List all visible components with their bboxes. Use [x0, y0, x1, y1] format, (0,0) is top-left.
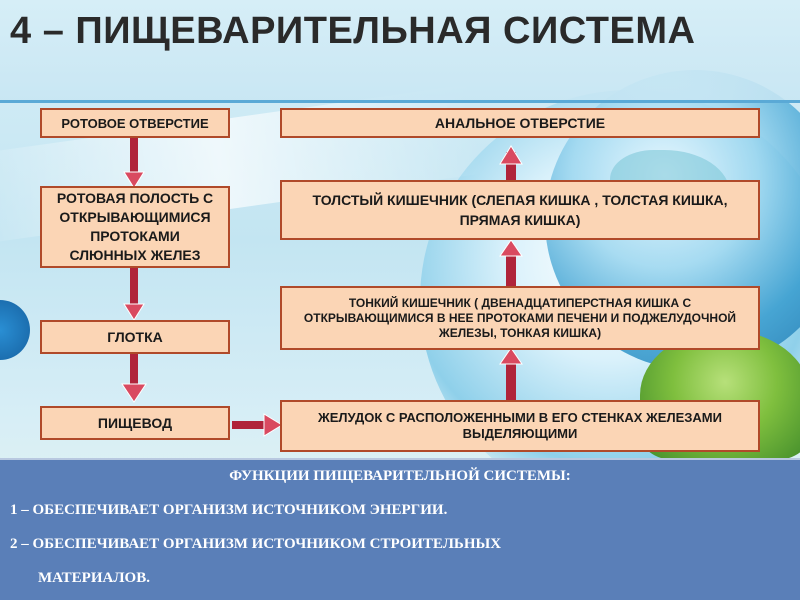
box-small-intestine-label: ТОНКИЙ КИШЕЧНИК ( ДВЕНАДЦАТИПЕРСТНАЯ КИШ… — [303, 295, 737, 340]
function-item-2: 2 – ОБЕСПЕЧИВАЕТ ОРГАНИЗМ ИСТОЧНИКОМ СТР… — [10, 536, 502, 552]
function-item-1: 1 – ОБЕСПЕЧИВАЕТ ОРГАНИЗМ ИСТОЧНИКОМ ЭНЕ… — [10, 502, 448, 518]
slide-title: 4 – ПИЩЕВАРИТЕЛЬНАЯ СИСТЕМА — [10, 10, 696, 52]
box-small-intestine: ТОНКИЙ КИШЕЧНИК ( ДВЕНАДЦАТИПЕРСТНАЯ КИШ… — [280, 286, 760, 350]
function-item-2-continued: МАТЕРИАЛОВ. — [38, 570, 150, 586]
arrow-mouth-to-oral-cavity — [123, 138, 145, 189]
box-oral-cavity: РОТОВАЯ ПОЛОСТЬ С ОТКРЫВАЮЩИМИСЯ ПРОТОКА… — [40, 186, 230, 268]
arrow-large-intestine-to-anus — [499, 145, 523, 180]
box-anus: АНАЛЬНОЕ ОТВЕРСТИЕ — [280, 108, 760, 138]
title-band: 4 – ПИЩЕВАРИТЕЛЬНАЯ СИСТЕМА — [0, 0, 800, 103]
arrow-stomach-to-small-intestine — [499, 347, 523, 400]
arrow-small-intestine-to-large-intestine — [499, 239, 523, 286]
box-oral-cavity-label: РОТОВАЯ ПОЛОСТЬ С ОТКРЫВАЮЩИМИСЯ ПРОТОКА… — [56, 190, 214, 263]
box-pharynx: ГЛОТКА — [40, 320, 230, 354]
box-anus-label: АНАЛЬНОЕ ОТВЕРСТИЕ — [434, 115, 606, 131]
arrow-pharynx-to-esophagus — [121, 354, 147, 403]
functions-panel: ФУНКЦИИ ПИЩЕВАРИТЕЛЬНОЙ СИСТЕМЫ: 1 – ОБЕ… — [0, 458, 800, 600]
box-large-intestine: ТОЛСТЫЙ КИШЕЧНИК (СЛЕПАЯ КИШКА , ТОЛСТАЯ… — [280, 180, 760, 240]
box-mouth: РОТОВОЕ ОТВЕРСТИЕ — [40, 108, 230, 138]
box-stomach: ЖЕЛУДОК С РАСПОЛОЖЕННЫМИ В ЕГО СТЕНКАХ Ж… — [280, 400, 760, 452]
arrow-esophagus-to-stomach — [232, 413, 283, 437]
box-esophagus-label: ПИЩЕВОД — [97, 415, 173, 431]
box-pharynx-label: ГЛОТКА — [107, 329, 163, 345]
arrows-layer — [121, 138, 523, 437]
box-esophagus: ПИЩЕВОД — [40, 406, 230, 440]
box-mouth-label: РОТОВОЕ ОТВЕРСТИЕ — [61, 115, 209, 131]
box-stomach-label: ЖЕЛУДОК С РАСПОЛОЖЕННЫМИ В ЕГО СТЕНКАХ Ж… — [318, 410, 722, 441]
functions-heading: ФУНКЦИИ ПИЩЕВАРИТЕЛЬНОЙ СИСТЕМЫ: — [229, 468, 571, 484]
arrow-oral-cavity-to-pharynx — [123, 268, 145, 321]
box-large-intestine-label: ТОЛСТЫЙ КИШЕЧНИК (СЛЕПАЯ КИШКА , ТОЛСТАЯ… — [312, 192, 728, 228]
